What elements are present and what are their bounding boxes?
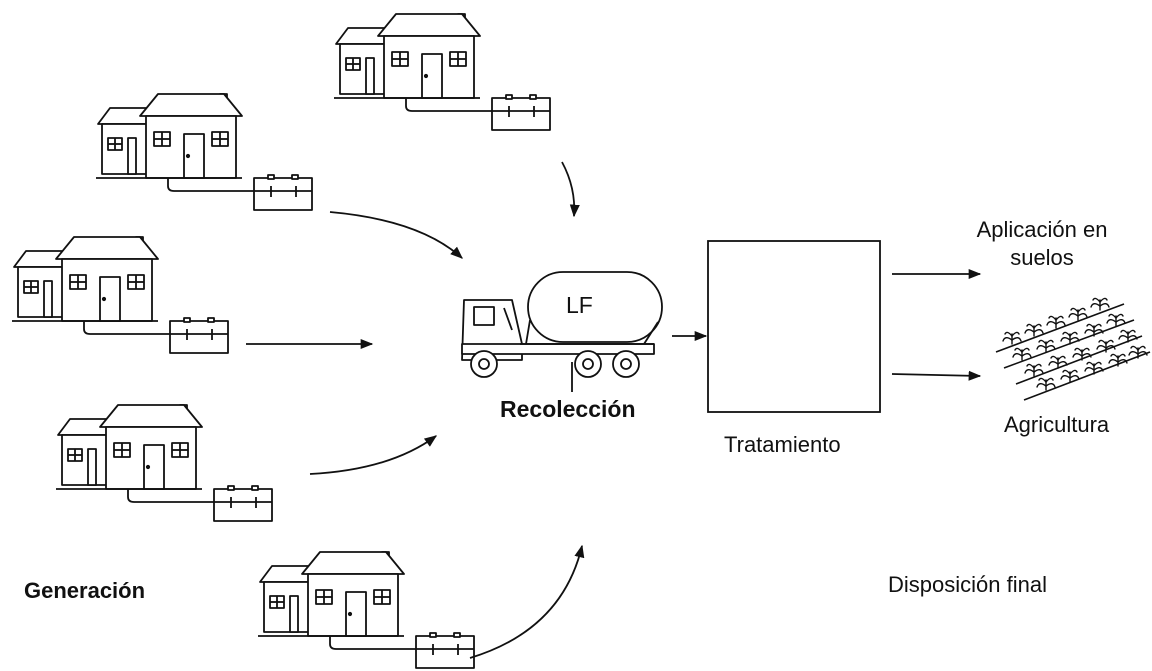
tank-label: LF xyxy=(566,292,593,318)
arrow xyxy=(561,161,580,218)
soil-application-line2: suelos xyxy=(1010,245,1074,270)
agriculture-label: Agricultura xyxy=(1004,412,1110,437)
collection-label: Recolección xyxy=(500,396,636,422)
house-icon xyxy=(95,93,313,211)
soil-application-line1: Aplicación en xyxy=(976,217,1108,242)
arrow xyxy=(469,544,585,659)
house-icon xyxy=(55,404,273,522)
tanker-truck-icon xyxy=(461,271,663,392)
arrow xyxy=(891,370,982,381)
arrow xyxy=(329,211,463,259)
crop-field-icon xyxy=(995,297,1151,401)
house-icon xyxy=(11,236,229,354)
soil-application-label: Aplicación en suelos xyxy=(962,216,1122,272)
house-icon xyxy=(333,13,551,131)
treatment-box xyxy=(707,240,881,413)
final-disposal-label: Disposición final xyxy=(888,572,1047,597)
treatment-label: Tratamiento xyxy=(724,432,841,457)
arrow xyxy=(309,435,438,475)
generation-label: Generación xyxy=(24,578,146,603)
collection-arrows xyxy=(246,161,982,659)
house-icon xyxy=(257,551,475,669)
